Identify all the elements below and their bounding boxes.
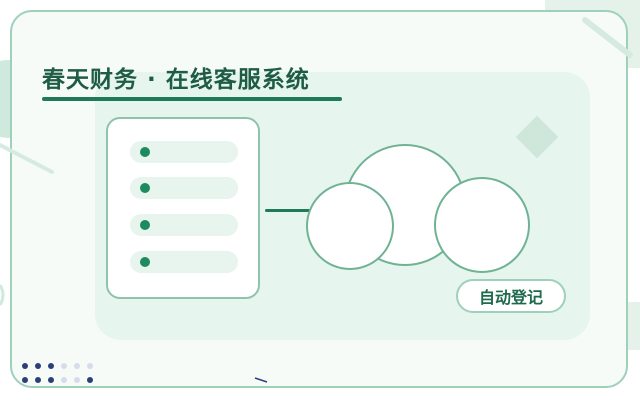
- decor-diagonal-line-left: [0, 143, 54, 174]
- cloud-icon-right: [434, 177, 530, 273]
- dot: [87, 363, 93, 369]
- dot: [74, 363, 80, 369]
- list-item: [130, 214, 238, 236]
- dot: [87, 377, 93, 383]
- dot: [74, 377, 80, 383]
- auto-register-button[interactable]: 自动登记: [456, 279, 566, 313]
- dot: [61, 363, 67, 369]
- list-item: [130, 141, 238, 163]
- dot: [35, 363, 41, 369]
- dot: [22, 377, 28, 383]
- page-title: 春天财务 · 在线客服系统: [42, 67, 310, 93]
- dot: [35, 377, 41, 383]
- connector-line: [265, 209, 331, 212]
- bullet-icon: [140, 183, 150, 193]
- decor-left-arc: [0, 284, 5, 306]
- list-card: [106, 117, 260, 299]
- bullet-icon: [140, 147, 150, 157]
- title-underline: [42, 97, 342, 101]
- bullet-icon: [140, 220, 150, 230]
- cloud-icon-left: [306, 182, 394, 270]
- decor-small-dash: [254, 377, 268, 383]
- decor-diagonal-line-topright: [582, 17, 633, 58]
- dot: [48, 363, 54, 369]
- dot: [22, 363, 28, 369]
- list-item: [130, 177, 238, 199]
- list-item: [130, 251, 238, 273]
- dot: [48, 377, 54, 383]
- bullet-icon: [140, 257, 150, 267]
- dot: [61, 377, 67, 383]
